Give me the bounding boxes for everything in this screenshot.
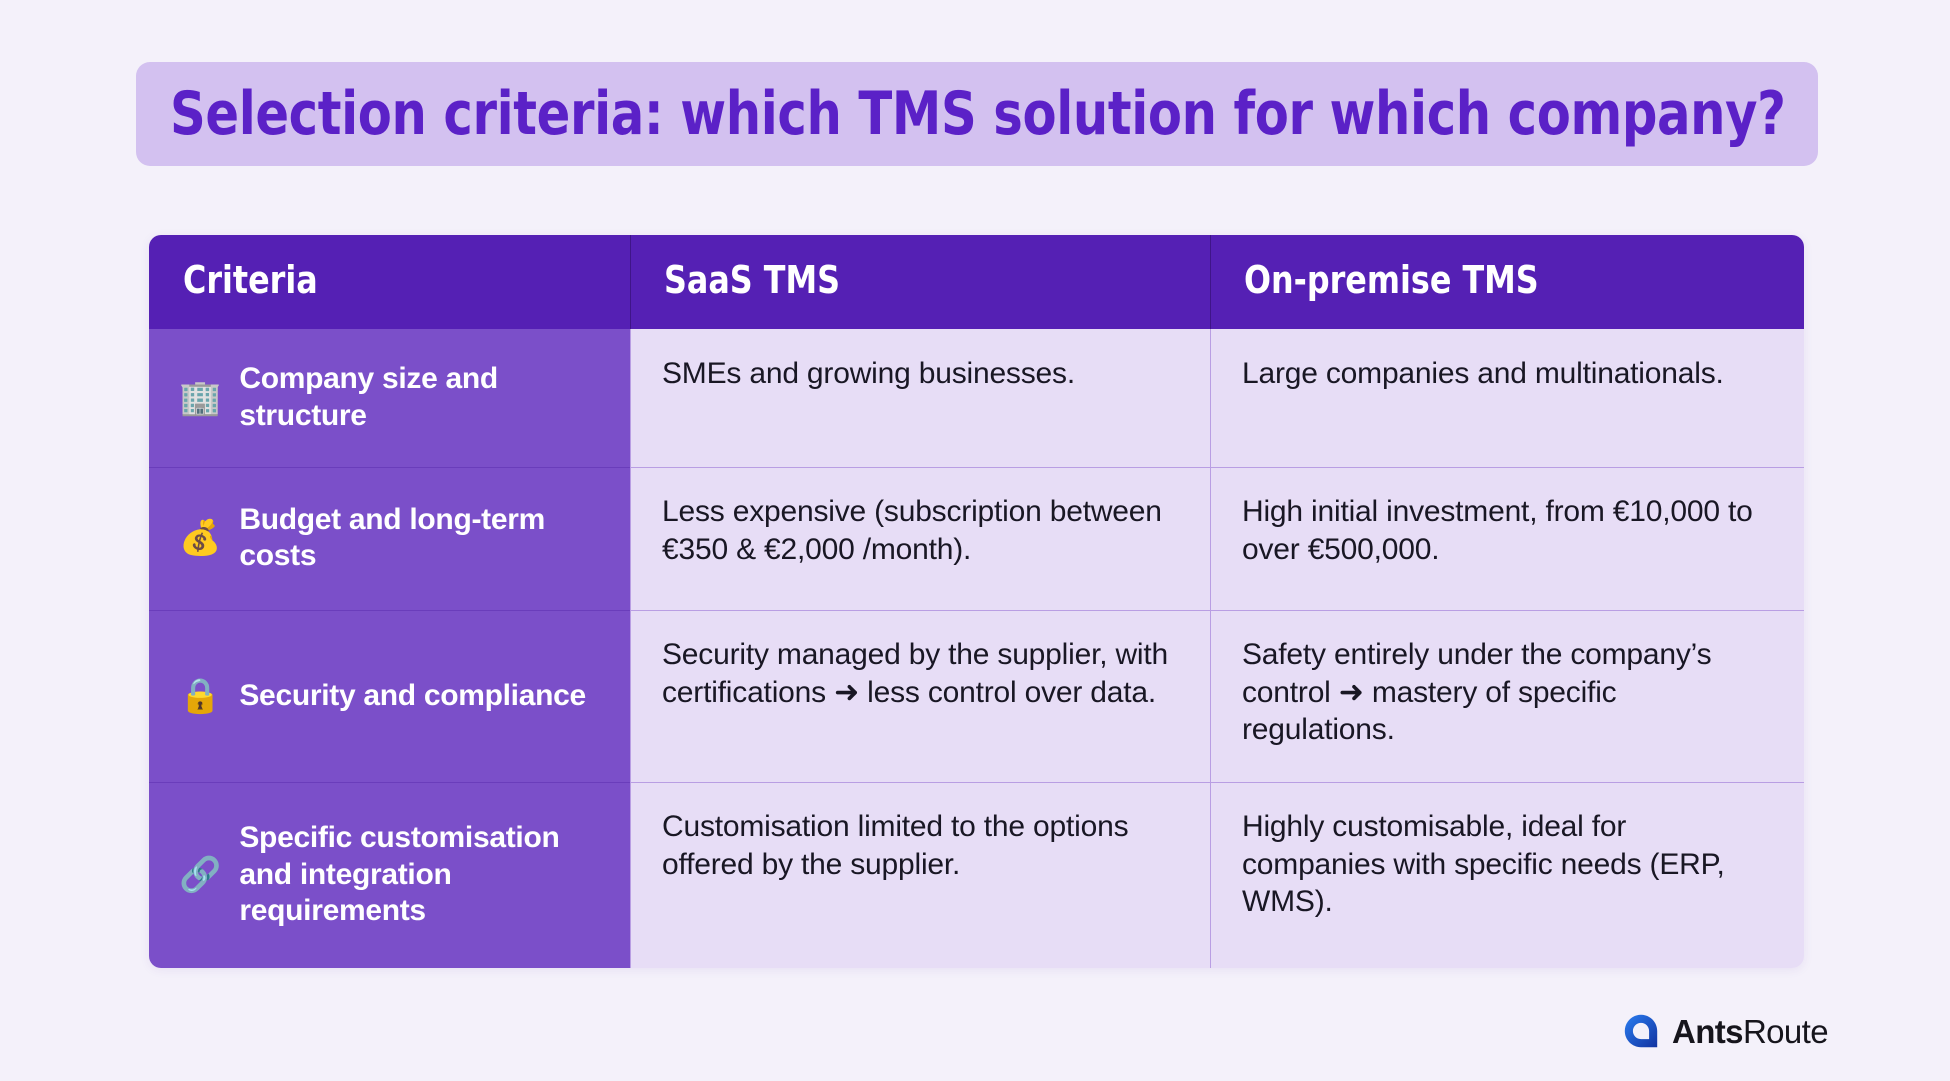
cell-text: Customisation limited to the options off…	[662, 809, 1129, 881]
table-row: 🏢 Company size and structure SMEs and gr…	[149, 328, 1804, 467]
brand-logo: AntsRoute	[1623, 1012, 1829, 1050]
saas-cell: Less expensive (subscription between €35…	[630, 466, 1210, 610]
column-header-label: On-premise TMS	[1244, 258, 1539, 302]
criteria-cell: 🔒 Security and compliance	[149, 609, 630, 782]
criteria-label: Company size and structure	[239, 362, 498, 432]
column-header-label: Criteria	[183, 258, 318, 302]
onpremise-cell: High initial investment, from €10,000 to…	[1210, 466, 1804, 610]
table-header-cell-saas: SaaS TMS	[630, 235, 1210, 329]
brand-name-bold: Ants	[1672, 1012, 1744, 1050]
table-row: 💰 Budget and long-term costs Less expens…	[149, 466, 1804, 610]
cell-text: Highly customisable, ideal for companies…	[1242, 809, 1725, 919]
money-bag-icon: 💰	[179, 519, 222, 558]
onpremise-cell: Highly customisable, ideal for companies…	[1210, 781, 1804, 968]
table-header-row: Criteria SaaS TMS On-premise TMS	[149, 235, 1804, 329]
office-building-icon: 🏢	[179, 378, 222, 417]
table-row: 🔒 Security and compliance Security manag…	[149, 609, 1804, 782]
saas-cell: SMEs and growing businesses.	[630, 328, 1210, 467]
onpremise-cell: Safety entirely under the company’s cont…	[1210, 609, 1804, 782]
antsroute-mark-icon	[1624, 1014, 1658, 1048]
lock-icon: 🔒	[179, 676, 222, 715]
criteria-cell: 💰 Budget and long-term costs	[149, 466, 630, 610]
criteria-label: Budget and long-term costs	[239, 502, 545, 573]
table-header-cell-criteria: Criteria	[149, 235, 630, 329]
criteria-cell: 🔗 Specific customisation and integration…	[149, 781, 630, 968]
page-title: Selection criteria: which TMS solution f…	[170, 79, 1786, 149]
onpremise-cell: Large companies and multinationals.	[1210, 328, 1804, 467]
saas-cell: Customisation limited to the options off…	[630, 781, 1210, 968]
column-header-label: SaaS TMS	[664, 258, 841, 302]
table-row: 🔗 Specific customisation and integration…	[149, 781, 1804, 968]
cell-text: High initial investment, from €10,000 to…	[1242, 494, 1753, 566]
cell-text: Large companies and multinationals.	[1242, 356, 1724, 390]
criteria-label: Specific customisation and integration r…	[239, 821, 560, 928]
title-banner: Selection criteria: which TMS solution f…	[136, 62, 1818, 166]
saas-cell: Security managed by the supplier, with c…	[630, 609, 1210, 782]
comparison-table: Criteria SaaS TMS On-premise TMS 🏢 Compa…	[149, 235, 1804, 968]
cell-text: Security managed by the supplier, with c…	[662, 637, 1169, 709]
cell-text: Safety entirely under the company’s cont…	[1242, 637, 1712, 747]
criteria-label: Security and compliance	[239, 678, 586, 712]
cell-text: Less expensive (subscription between €35…	[662, 494, 1162, 566]
cell-text: SMEs and growing businesses.	[662, 356, 1075, 390]
link-chain-icon: 🔗	[179, 855, 222, 894]
table-header-cell-onpremise: On-premise TMS	[1210, 235, 1804, 329]
brand-name-light: Route	[1742, 1012, 1829, 1050]
brand-wordmark: AntsRoute	[1672, 1012, 1829, 1050]
criteria-cell: 🏢 Company size and structure	[149, 328, 630, 467]
